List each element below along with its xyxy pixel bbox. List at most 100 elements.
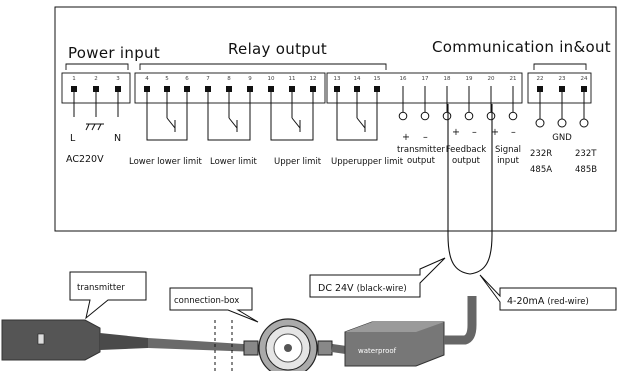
terminal-number: 19 (466, 76, 473, 82)
terminal-number: 5 (165, 76, 169, 82)
label-upper-upper-limit: Upperupper limit (331, 157, 404, 167)
terminal-screw (289, 86, 295, 92)
comm-bracket (533, 63, 587, 70)
terminal-number: 17 (422, 76, 429, 82)
io-terminal (464, 111, 474, 121)
terminal-screw (374, 86, 380, 92)
terminal-number: 7 (206, 76, 210, 82)
io-terminal (442, 111, 452, 121)
terminal-screw (247, 86, 253, 92)
plus-sign: + (491, 127, 499, 138)
label-485a: 485A (530, 165, 552, 175)
power-bracket (65, 63, 129, 70)
relay-switch (166, 117, 176, 129)
terminal-number: 1 (72, 76, 76, 82)
relay-switch (356, 117, 366, 129)
label-gnd: GND (552, 133, 572, 143)
label-l: L (70, 133, 76, 144)
terminal-screw (115, 86, 121, 92)
terminal-number: 4 (145, 76, 149, 82)
power-input-header: Power input (68, 44, 160, 62)
feedback-output-label-2: output (452, 156, 481, 166)
waterproof-junction-box: waterproof (344, 321, 445, 367)
terminal-screw (93, 86, 99, 92)
label-n: N (114, 133, 121, 144)
terminal-number: 2 (94, 76, 98, 82)
dc24-callout (309, 257, 446, 298)
terminal-number: 21 (510, 76, 517, 82)
minus-sign: – (423, 132, 428, 143)
ma-callout (479, 274, 617, 311)
transmitter-output-label-2: output (407, 156, 436, 166)
relay-loop (336, 92, 378, 141)
label-transmitter: transmitter (77, 283, 125, 293)
terminal-number: 18 (444, 76, 451, 82)
terminal-screw (184, 86, 190, 92)
label-485b: 485B (575, 165, 597, 175)
label-lower-lower-limit: Lower lower limit (129, 157, 202, 167)
communication-header: Communication in&out (432, 38, 611, 56)
label-232t: 232T (575, 149, 597, 159)
label-232r: 232R (530, 149, 552, 159)
terminal-number: 24 (581, 76, 588, 82)
minus-sign: – (472, 127, 477, 138)
label-upper-limit: Upper limit (274, 157, 322, 167)
terminal-number: 22 (537, 76, 544, 82)
label-red-wire: (red-wire) (547, 297, 588, 307)
label-4-20ma: 4-20mA (507, 296, 545, 307)
minus-sign: – (511, 127, 516, 138)
cable-segment (444, 296, 477, 345)
relay-output-header: Relay output (228, 40, 327, 58)
terminal-number: 3 (116, 76, 120, 82)
transmitter-callout (69, 271, 147, 320)
terminal-screw (144, 86, 150, 92)
terminal-screw (354, 86, 360, 92)
connection-box-callout (169, 287, 259, 323)
io-terminal (420, 111, 430, 121)
label-dc24v: DC 24V (318, 283, 354, 294)
io-terminal (486, 111, 496, 121)
terminal-screw (164, 86, 170, 92)
relay-bracket (139, 63, 387, 70)
terminal-screw (334, 86, 340, 92)
terminal-screw (226, 86, 232, 92)
terminal-screw (71, 86, 77, 92)
terminal-screw (559, 86, 565, 92)
sensor-cable-loop (447, 104, 493, 275)
terminal-screw (205, 86, 211, 92)
label-ac220v: AC220V (66, 154, 104, 165)
label-black-wire: (black-wire) (357, 284, 407, 294)
controller-panel (54, 6, 617, 232)
label-connection-box: connection-box (174, 296, 239, 306)
comm-terminal (557, 118, 567, 128)
connection-box (243, 318, 333, 371)
plus-sign: + (402, 132, 410, 143)
relay-switch (291, 117, 301, 129)
terminal-screw (581, 86, 587, 92)
transmitter-output-label-1: transmitter (397, 145, 445, 155)
signal-input-label-1: Signal (495, 145, 521, 155)
comm-terminal (579, 118, 589, 128)
terminal-number: 23 (559, 76, 566, 82)
relay-loop (270, 92, 314, 141)
relay-loop (146, 92, 188, 141)
waterproof-label: waterproof (358, 347, 397, 355)
signal-input-label-2: input (497, 156, 520, 166)
terminal-number: 11 (289, 76, 296, 82)
label-lower-limit: Lower limit (210, 157, 258, 167)
terminal-number: 8 (227, 76, 231, 82)
terminal-number: 14 (354, 76, 361, 82)
svg-text:DC 24V (black-wire): DC 24V (black-wire) (318, 283, 407, 294)
transmitter-probe (1, 319, 258, 361)
feedback-output-label-1: Feedback (446, 145, 487, 155)
terminal-screw (268, 86, 274, 92)
terminal-number: 15 (374, 76, 381, 82)
terminal-number: 13 (334, 76, 341, 82)
terminal-number: 9 (248, 76, 252, 82)
terminal-number: 20 (488, 76, 495, 82)
comm-terminal (535, 118, 545, 128)
terminal-number: 16 (400, 76, 407, 82)
plus-sign: + (452, 127, 460, 138)
